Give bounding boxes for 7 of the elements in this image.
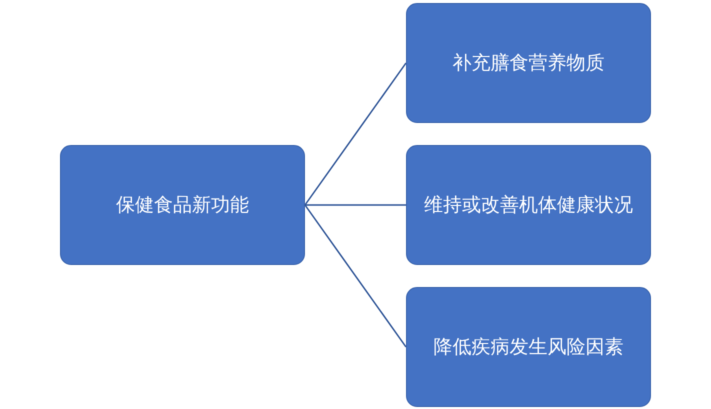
connector-line — [304, 62, 407, 206]
process-box: 保健食品新功能 — [60, 145, 305, 265]
connector-line — [304, 204, 407, 348]
process-box: 降低疾病发生风险因素 — [406, 287, 651, 407]
process-box: 补充膳食营养物质 — [406, 3, 651, 123]
connector-line — [305, 204, 406, 206]
process-box: 维持或改善机体健康状况 — [406, 145, 651, 265]
